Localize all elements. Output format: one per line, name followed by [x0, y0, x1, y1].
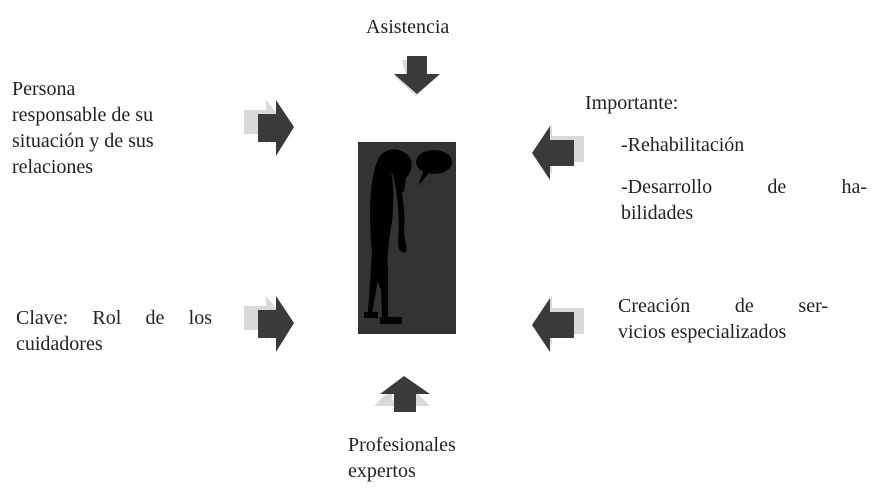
label-rehabilitacion: -Rehabilitación [621, 134, 745, 156]
block-arrow-right-icon [244, 296, 294, 352]
label-line: cuidadores [16, 333, 103, 355]
label-profesionales-expertos: Profesionales expertos [348, 432, 456, 484]
label-line: responsable de su [12, 104, 154, 126]
center-image-panel [358, 142, 456, 334]
label-importante-title: Importante: [585, 92, 679, 114]
slumped-person-icon [364, 149, 452, 324]
label-line: expertos [348, 460, 416, 482]
label-line: situación y de sus [12, 130, 154, 152]
label-line: bilidades [621, 202, 694, 224]
label-persona-responsable: Persona responsable de su situación y de… [12, 76, 224, 180]
block-arrow-right-icon [244, 100, 294, 156]
label-line: Persona [12, 78, 76, 100]
block-arrow-up-icon [374, 376, 430, 412]
label-clave-cuidadores: Clave: Rol de los cuidadores [16, 305, 212, 357]
label-desarrollo-habilidades: -Desarrollo de ha- bilidades [621, 174, 867, 226]
label-line: vicios especializados [618, 321, 787, 343]
label-creacion-servicios: Creación de ser- vicios especializados [618, 293, 828, 345]
label-line: -Desarrollo de ha- [621, 176, 867, 198]
label-line: relaciones [12, 156, 94, 178]
block-arrow-left-icon [532, 124, 584, 180]
label-asistencia: Asistencia [366, 16, 450, 38]
block-arrow-left-icon [532, 296, 584, 352]
label-line: Creación de ser- [618, 295, 828, 317]
label-line: Clave: Rol de los [16, 307, 212, 329]
block-arrow-down-icon [394, 56, 440, 96]
label-line: Profesionales [348, 434, 456, 456]
